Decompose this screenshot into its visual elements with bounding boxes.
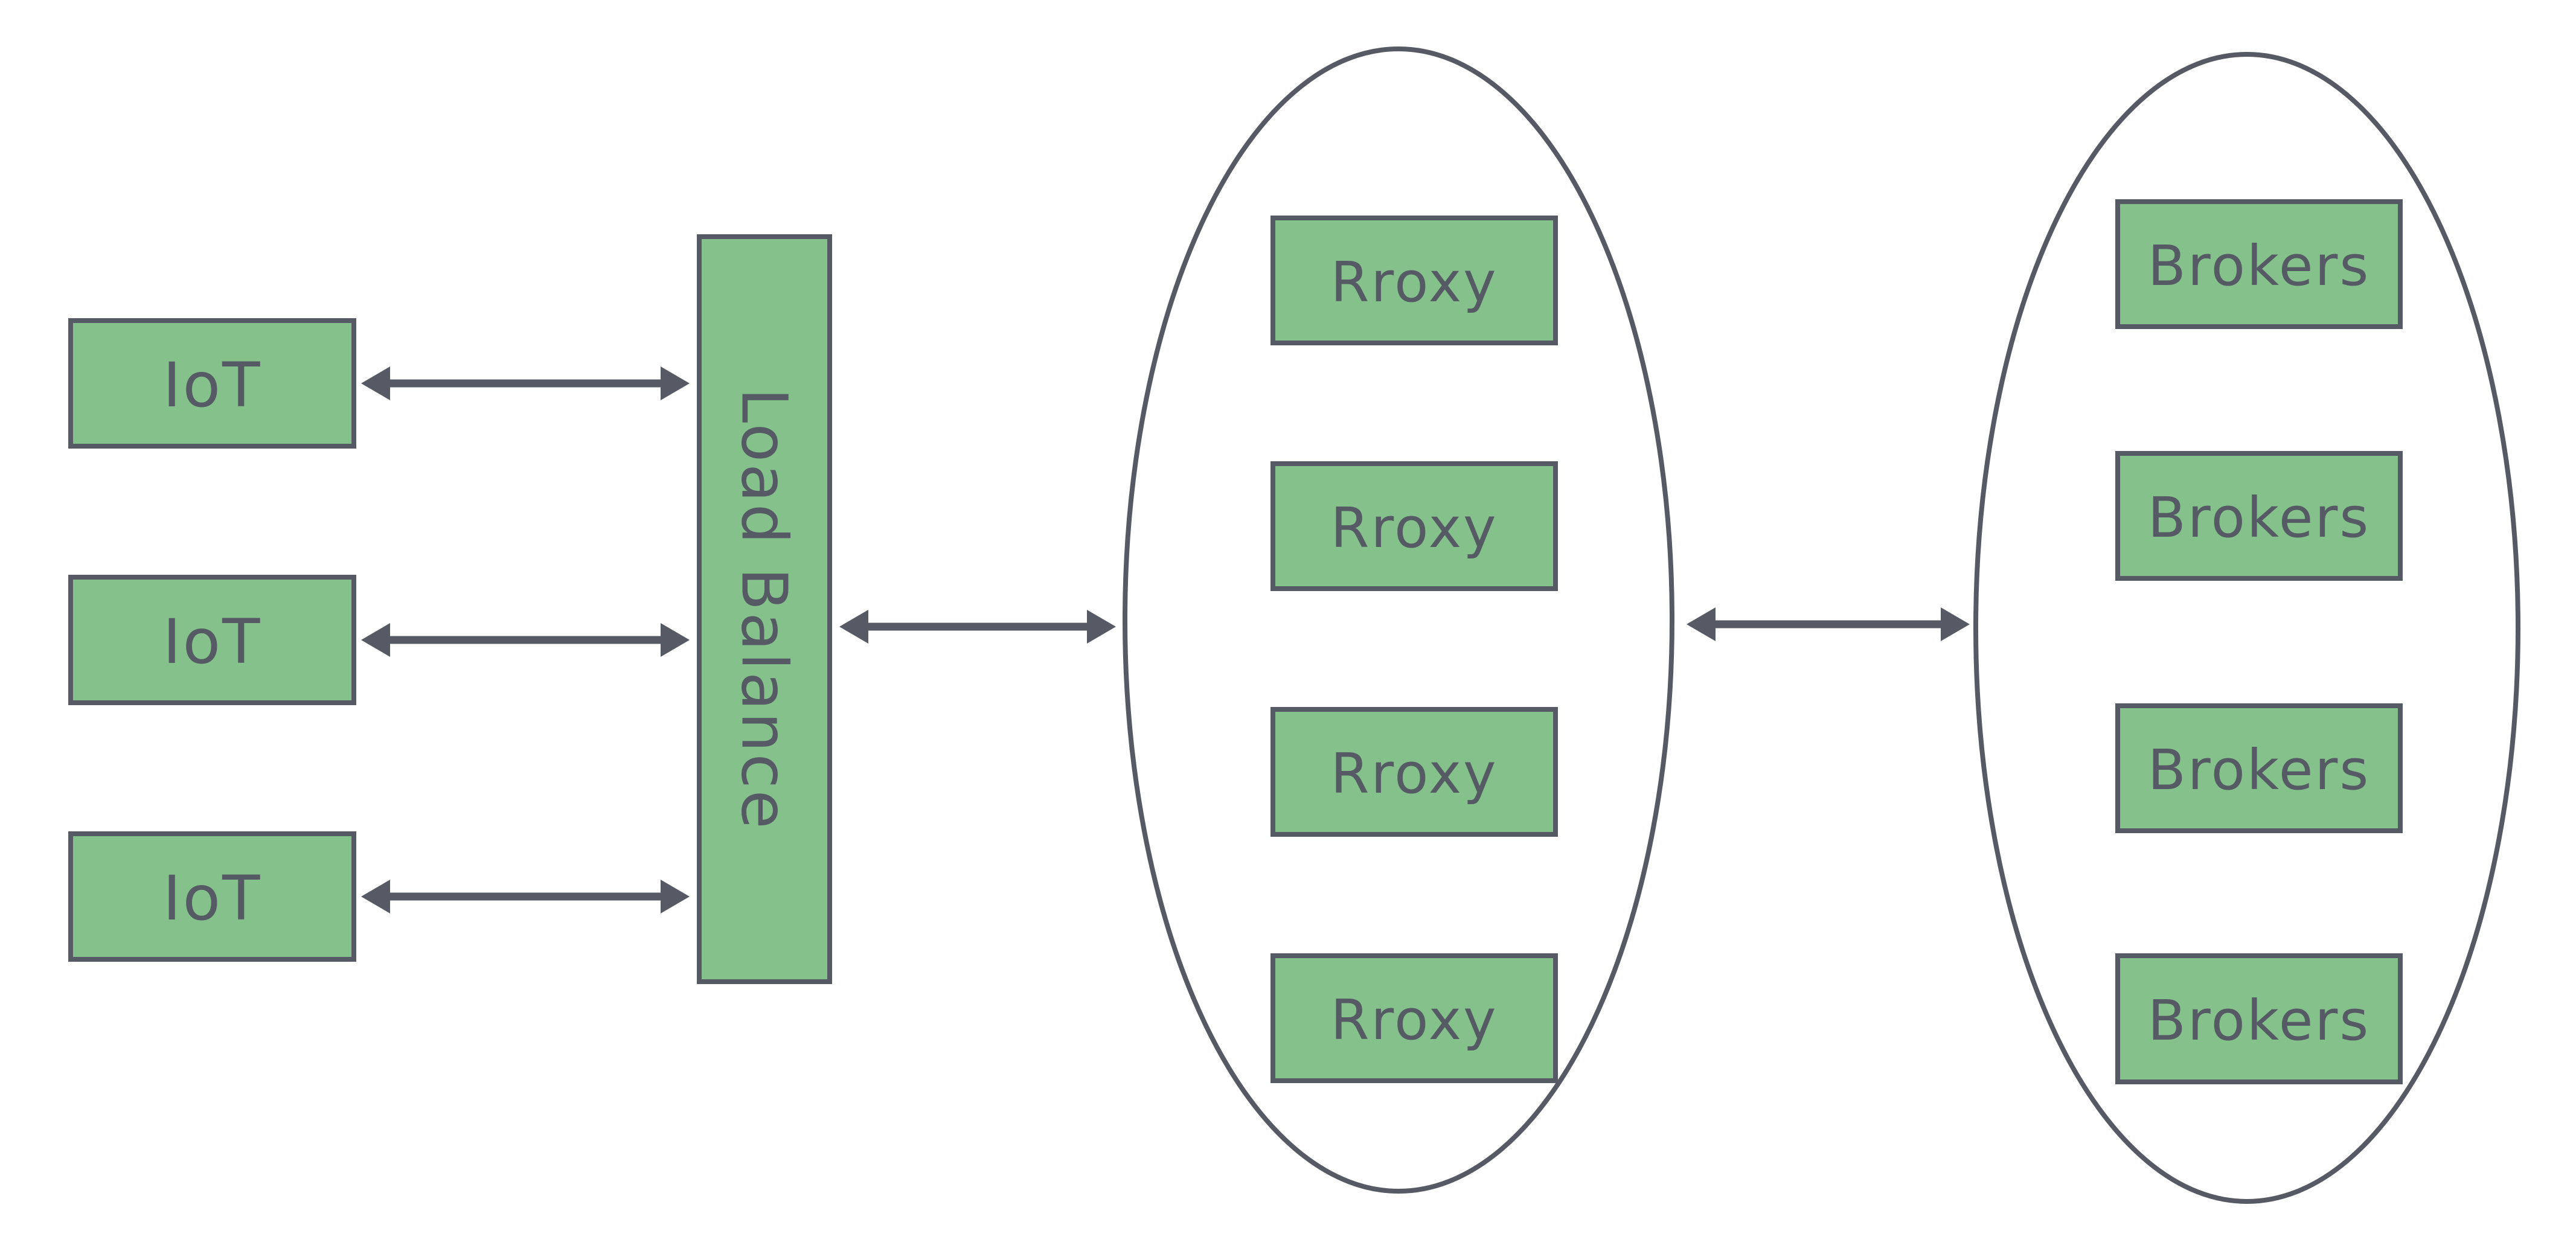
- node-label: Brokers: [2147, 234, 2371, 298]
- node-label: IoT: [162, 862, 262, 935]
- arrow-iot1-loadbalancer: [361, 366, 690, 400]
- node-label: Brokers: [2147, 988, 2371, 1053]
- proxy-node-2: Rroxy: [1270, 461, 1558, 591]
- node-label: IoT: [162, 606, 262, 678]
- node-label: Rroxy: [1330, 496, 1498, 560]
- broker-cluster-ellipse: [1973, 52, 2520, 1204]
- arrowhead-left: [361, 623, 390, 657]
- broker-node-4: Brokers: [2115, 953, 2403, 1084]
- proxy-node-1: Rroxy: [1270, 216, 1558, 345]
- proxy-cluster-ellipse: [1123, 46, 1674, 1194]
- iot-node-2: IoT: [68, 575, 356, 705]
- arrow-iot3-loadbalancer: [361, 880, 690, 913]
- node-label: Load Balance: [728, 388, 802, 831]
- arrow-loadbalancer-proxycluster: [839, 610, 1116, 644]
- node-label: IoT: [162, 349, 262, 421]
- arrowhead-right: [661, 623, 690, 657]
- arrowhead-left: [361, 366, 390, 400]
- arrow-proxycluster-brokercluster: [1687, 607, 1970, 641]
- arrowhead-right: [1941, 607, 1970, 641]
- proxy-node-3: Rroxy: [1270, 707, 1558, 837]
- broker-node-1: Brokers: [2115, 199, 2403, 329]
- iot-node-1: IoT: [68, 318, 356, 449]
- proxy-node-4: Rroxy: [1270, 953, 1558, 1083]
- broker-node-3: Brokers: [2115, 703, 2403, 833]
- node-label: Brokers: [2147, 738, 2371, 802]
- node-label: Brokers: [2147, 485, 2371, 550]
- node-label: Rroxy: [1330, 741, 1498, 806]
- iot-node-3: IoT: [68, 831, 356, 962]
- arrowhead-right: [661, 880, 690, 913]
- arrowhead-left: [361, 880, 390, 913]
- node-label: Rroxy: [1330, 250, 1498, 315]
- arrowhead-right: [1087, 610, 1116, 644]
- arrowhead-right: [661, 366, 690, 400]
- broker-node-2: Brokers: [2115, 451, 2403, 581]
- arrow-iot2-loadbalancer: [361, 623, 690, 657]
- arrowhead-left: [1687, 607, 1716, 641]
- node-label: Rroxy: [1330, 988, 1498, 1052]
- load-balancer-node: Load Balance: [697, 234, 832, 984]
- arrowhead-left: [839, 610, 868, 644]
